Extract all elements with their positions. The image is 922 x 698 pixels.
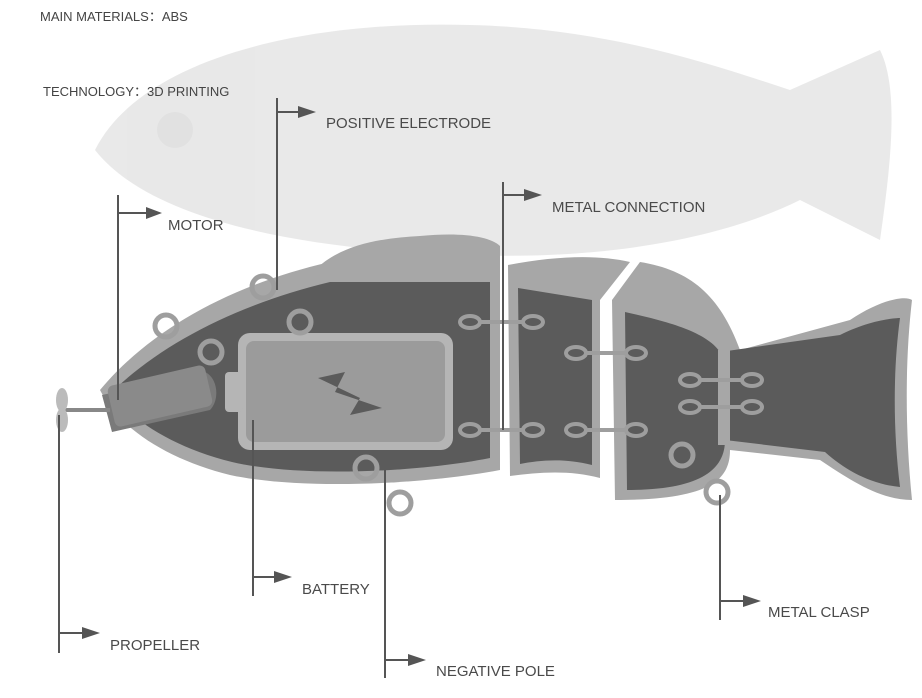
leader-battery: BATTERY bbox=[252, 420, 370, 598]
negative-pole-label: NEGATIVE POLE bbox=[436, 663, 555, 680]
leader-metal-connection: METAL CONNECTION bbox=[502, 182, 705, 430]
lightning-icon bbox=[318, 372, 382, 415]
leader-positive-electrode: POSITIVE ELECTRODE bbox=[276, 98, 491, 290]
leader-metal-clasp: METAL CLASP bbox=[719, 495, 870, 621]
background-fish-photo bbox=[95, 24, 892, 256]
metal-links bbox=[458, 314, 764, 438]
leader-negative-pole: NEGATIVE POLE bbox=[384, 470, 555, 680]
lure-body bbox=[56, 234, 912, 517]
leader-propeller: PROPELLER bbox=[58, 415, 200, 654]
battery-label: BATTERY bbox=[302, 581, 370, 598]
propeller-part bbox=[56, 388, 110, 432]
metal-connection-label: METAL CONNECTION bbox=[552, 199, 705, 216]
materials-spec: MAIN MATERIALS：ABS bbox=[40, 9, 188, 24]
metal-clasp-label: METAL CLASP bbox=[768, 604, 870, 621]
propeller-label: PROPELLER bbox=[110, 637, 200, 654]
technology-spec: TECHNOLOGY：3D PRINTING bbox=[43, 84, 229, 99]
connection-rings bbox=[152, 273, 731, 517]
motor-part bbox=[107, 365, 213, 427]
positive-electrode-label: POSITIVE ELECTRODE bbox=[326, 115, 491, 132]
leader-motor: MOTOR bbox=[117, 195, 224, 400]
battery-part bbox=[225, 333, 453, 450]
motor-label: MOTOR bbox=[168, 217, 224, 234]
